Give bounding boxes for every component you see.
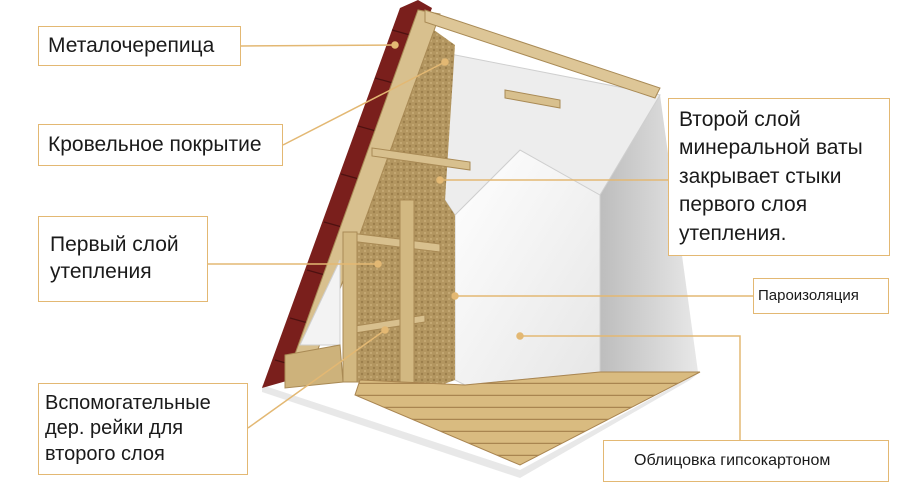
leader-dot — [516, 332, 524, 340]
leader-dot — [441, 58, 449, 66]
eave-block — [284, 344, 344, 389]
label-roof-covering: Кровельное покрытие — [48, 132, 262, 156]
leader-metal-tile — [240, 44, 396, 47]
leader-roof-covering — [282, 61, 446, 146]
callout-first-layer: Первый слой утепления — [38, 216, 208, 302]
callout-vapor-barrier: Пароизоляция — [753, 278, 889, 314]
eave-gap — [299, 259, 341, 346]
stud — [342, 231, 358, 383]
callout-aux-battens: Вспомогательные дер. рейки для второго с… — [38, 383, 248, 475]
batten — [371, 147, 471, 171]
callout-metal-tile: Металочерепица — [38, 26, 241, 66]
leader-dot — [436, 176, 444, 184]
leader-dot — [451, 292, 459, 300]
rafter-top-batten — [424, 9, 661, 99]
label-first-layer: Первый слой утепления — [50, 233, 179, 283]
label-vapor-barrier: Пароизоляция — [758, 287, 859, 305]
callout-gypsum-cladding: Облицовка гипсокартоном — [603, 440, 889, 482]
leader-dot — [391, 41, 399, 49]
label-aux-battens: Вспомогательные дер. рейки для второго с… — [45, 391, 211, 465]
batten — [504, 89, 561, 109]
leader-aux-battens — [247, 329, 386, 429]
side-wall — [600, 95, 698, 372]
leader-dot — [374, 260, 382, 268]
leader-dot — [381, 326, 389, 334]
floor-boards — [354, 371, 701, 466]
stud — [399, 199, 415, 399]
leader-gypsum — [520, 335, 741, 440]
callout-second-layer: Второй слой минеральной ваты закрывает с… — [668, 98, 890, 256]
label-gypsum-cladding: Облицовка гипсокартоном — [634, 451, 831, 469]
callout-roof-covering: Кровельное покрытие — [38, 124, 283, 166]
label-second-layer: Второй слой минеральной ваты закрывает с… — [679, 107, 863, 245]
label-metal-tile: Металочерепица — [48, 33, 215, 57]
